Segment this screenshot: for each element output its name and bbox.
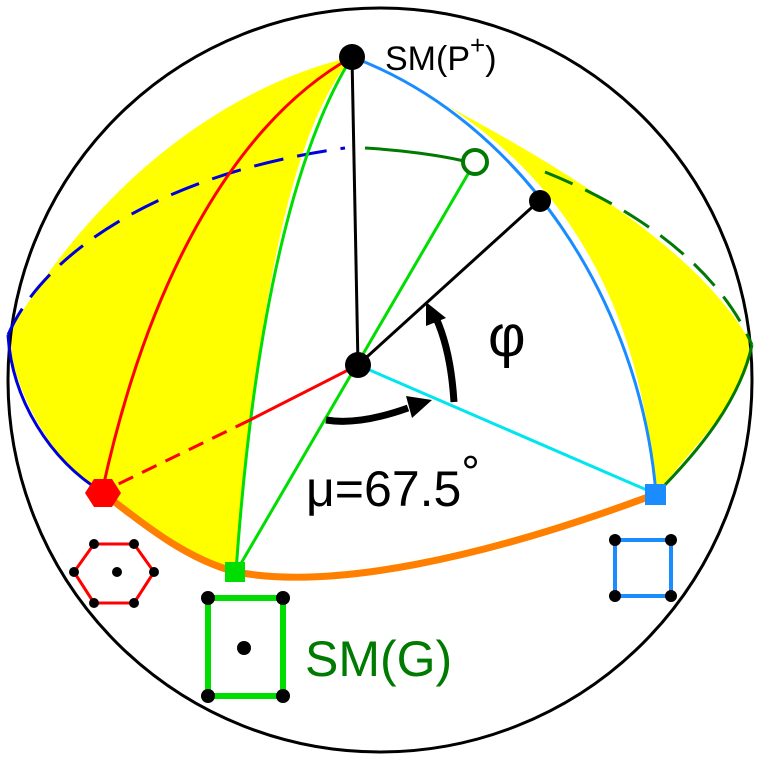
red-radius-solid <box>249 363 359 422</box>
back-equator-green <box>544 170 754 346</box>
black-vertical-radius <box>350 56 360 366</box>
phi-arrowhead <box>426 302 446 326</box>
blue-lattice-icon <box>609 534 677 602</box>
hexagon-lattice-icon <box>69 539 159 608</box>
black-tilted-radius <box>356 198 542 367</box>
sphere-outline <box>6 6 754 754</box>
front-equator <box>99 489 658 581</box>
sm-p-superscript: + <box>470 30 485 60</box>
center-point <box>345 352 371 378</box>
green-lattice-icon <box>201 591 290 703</box>
sm-g-label: SM(G) <box>305 631 452 687</box>
red-meridian <box>100 55 353 493</box>
mu-arrow <box>325 404 410 425</box>
front-left-blue-arc <box>6 334 103 494</box>
blue-meridian <box>351 55 658 495</box>
north-pole-point <box>339 44 365 70</box>
back-equator-blue <box>6 146 346 336</box>
green-square-icon <box>225 562 245 582</box>
mu-degree: ° <box>461 446 479 498</box>
green-meridian <box>234 56 354 573</box>
unshaded-wedge <box>236 57 656 576</box>
hexagon-icon <box>85 479 121 507</box>
phi-label: φ <box>488 304 526 369</box>
blue-square-icon <box>645 484 666 505</box>
open-circle-icon <box>461 148 489 176</box>
sm-p-label: SM(P+) <box>385 30 497 78</box>
red-radius-dashed <box>101 418 251 494</box>
cyan-radius <box>357 363 657 496</box>
back-equator-green-solid <box>364 146 469 164</box>
phi-arrow <box>432 316 458 403</box>
mu-arrowhead <box>406 396 432 418</box>
mu-label: μ=67.5° <box>306 446 480 517</box>
tilted-axis-point <box>529 190 551 212</box>
front-right-green-arc <box>654 344 754 496</box>
